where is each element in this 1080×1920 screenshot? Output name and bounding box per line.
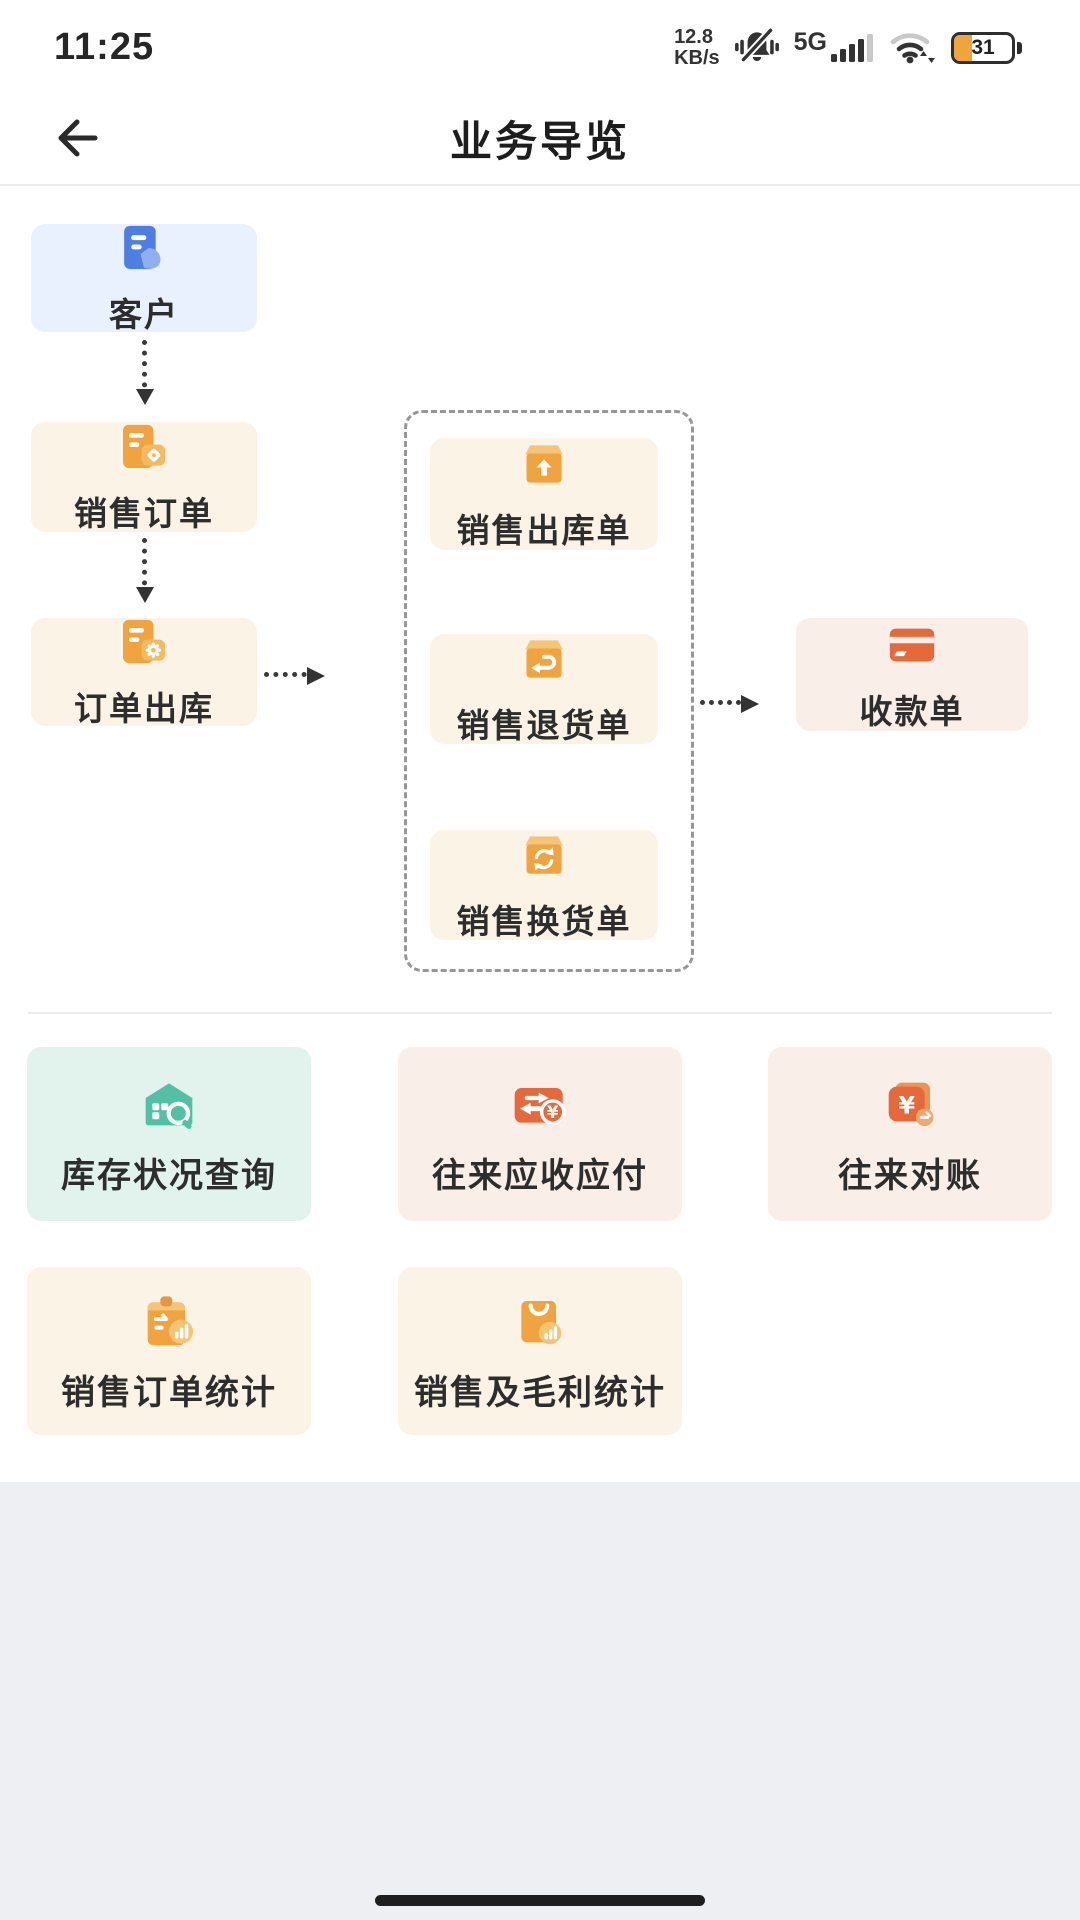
- flow-node-sales-exchange-order[interactable]: 销售换货单: [430, 830, 658, 940]
- report-card-sales-order-stats[interactable]: 销售订单统计: [27, 1267, 311, 1435]
- connector-customer-to-sales-order: [136, 340, 154, 405]
- order-outbound-icon: [116, 614, 172, 670]
- flow-node-label: 销售订单: [74, 495, 214, 532]
- svg-text:¥: ¥: [898, 1091, 915, 1119]
- svg-text:¥: ¥: [547, 1103, 559, 1122]
- inventory-query-icon: [137, 1072, 201, 1136]
- sales-order-icon: [116, 419, 172, 475]
- report-card-sales-profit-stats[interactable]: 销售及毛利统计: [398, 1267, 682, 1435]
- flow-node-label: 订单出库: [74, 690, 214, 727]
- arrow-left-icon: [47, 111, 101, 170]
- status-icons: 12.8 KB/s 5G: [674, 18, 1022, 78]
- back-button[interactable]: [44, 110, 104, 170]
- status-bar: 11:25 12.8 KB/s 5G: [0, 0, 1080, 92]
- footer-area: [0, 1482, 1080, 1920]
- flow-node-label: 销售出库单: [456, 512, 632, 549]
- battery-nub: [1017, 42, 1022, 54]
- cellular-indicator: 5G: [794, 26, 873, 71]
- connector-sales-order-to-order-outbound: [136, 538, 154, 603]
- sales-outbound-icon: [516, 436, 572, 492]
- header: 业务导览: [0, 92, 1080, 186]
- mute-icon: [734, 26, 780, 71]
- flow-node-label: 销售换货单: [456, 903, 632, 940]
- flow-node-sales-order[interactable]: 销售订单: [31, 422, 257, 532]
- sales-order-stats-icon: [137, 1289, 201, 1353]
- battery-percent: 31: [971, 36, 995, 59]
- receipt-icon: [884, 617, 940, 673]
- receivable-payable-icon: ¥: [508, 1072, 572, 1136]
- report-card-label: 销售订单统计: [61, 1373, 277, 1412]
- report-card-label: 往来应收应付: [432, 1156, 648, 1195]
- flow-node-label: 销售退货单: [456, 707, 632, 744]
- flow-node-receipt[interactable]: 收款单: [796, 618, 1028, 731]
- report-card-label: 库存状况查询: [61, 1156, 277, 1195]
- network-speed: 12.8 KB/s: [674, 27, 720, 69]
- wifi-icon: [887, 26, 937, 71]
- connector-group-to-receipt: [700, 695, 759, 713]
- report-card-label: 销售及毛利统计: [414, 1373, 666, 1412]
- network-speed-value: 12.8: [674, 26, 713, 48]
- report-card-reconciliation[interactable]: ¥ 往来对账: [768, 1047, 1052, 1221]
- flow-node-customer[interactable]: 客户: [31, 224, 257, 333]
- report-card-receivable-payable[interactable]: ¥ 往来应收应付: [398, 1047, 682, 1221]
- outbound-documents-group: [404, 410, 694, 972]
- flow-node-sales-outbound-order[interactable]: 销售出库单: [430, 438, 658, 550]
- flow-node-label: 收款单: [859, 692, 965, 730]
- reconciliation-icon: ¥: [878, 1072, 942, 1136]
- network-speed-unit: KB/s: [674, 47, 720, 69]
- sales-exchange-icon: [516, 827, 572, 883]
- flow-node-label: 客户: [109, 296, 179, 333]
- network-type-label: 5G: [793, 27, 827, 56]
- section-divider: [28, 1012, 1052, 1014]
- sales-return-icon: [516, 631, 572, 687]
- battery-indicator: 31: [951, 32, 1022, 64]
- flow-node-sales-return-order[interactable]: 销售退货单: [430, 634, 658, 744]
- sales-profit-stats-icon: [508, 1289, 572, 1353]
- connector-order-outbound-to-group: [264, 667, 325, 685]
- page-title: 业务导览: [449, 118, 630, 165]
- signal-bars-icon: [829, 26, 873, 71]
- report-card-label: 往来对账: [838, 1156, 982, 1195]
- report-card-inventory-query[interactable]: 库存状况查询: [27, 1047, 311, 1221]
- battery-fill: [954, 35, 972, 61]
- battery-icon: 31: [951, 32, 1015, 64]
- flow-node-order-outbound[interactable]: 订单出库: [31, 618, 257, 727]
- customer-icon: [116, 220, 172, 276]
- clock: 11:25: [54, 26, 155, 68]
- home-indicator[interactable]: [375, 1895, 705, 1906]
